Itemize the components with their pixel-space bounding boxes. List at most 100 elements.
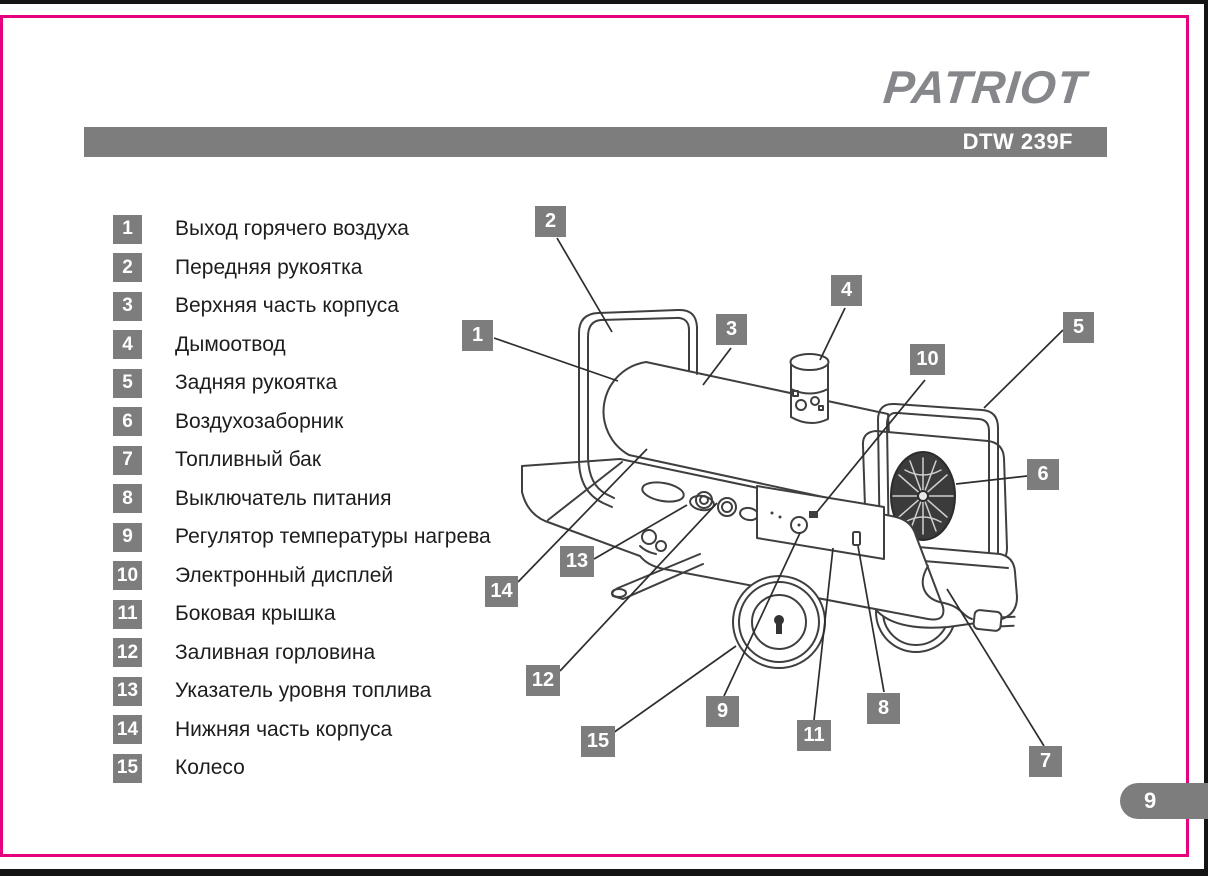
diagram-callout: 6 xyxy=(1027,459,1059,490)
scan-edge-top xyxy=(0,0,1208,4)
callout-number: 9 xyxy=(716,700,729,722)
diagram-callout: 1 xyxy=(462,320,493,351)
part-label: Дымоотвод xyxy=(175,332,286,356)
parts-list-item: 3 Верхняя часть корпуса xyxy=(113,287,491,326)
parts-list-item: 11 Боковая крышка xyxy=(113,595,491,634)
diagram-callout: 7 xyxy=(1029,746,1062,777)
part-number-badge: 14 xyxy=(113,715,142,745)
parts-list: 1 Выход горячего воздуха 2 Передняя рукоятк… xyxy=(113,210,491,788)
model-name: DTW 239F xyxy=(962,129,1073,154)
part-number-badge: 7 xyxy=(113,445,142,475)
part-number-badge: 8 xyxy=(113,484,142,514)
parts-list-item: 12 Заливная горловина xyxy=(113,634,491,673)
callout-leader-line xyxy=(702,347,732,386)
diagram-callout: 13 xyxy=(560,546,594,577)
callout-leader-line xyxy=(819,307,846,361)
part-number-badge: 13 xyxy=(113,676,142,706)
callout-leader-line xyxy=(955,475,1028,485)
part-label: Заливная горловина xyxy=(175,640,376,664)
callout-number: 13 xyxy=(565,550,589,572)
diagram-callout: 10 xyxy=(910,344,945,375)
diagram-callout: 11 xyxy=(797,720,831,751)
diagram-callout: 9 xyxy=(706,696,739,727)
callout-number: 11 xyxy=(803,724,825,746)
callout-number: 14 xyxy=(490,580,513,602)
callout-leader-line xyxy=(983,329,1064,409)
parts-list-item: 6 Воздухозаборник xyxy=(113,403,491,442)
callout-number: 2 xyxy=(544,210,557,232)
callout-leader-line xyxy=(517,448,648,583)
part-label: Задняя рукоятка xyxy=(175,371,338,395)
diagram-callout: 2 xyxy=(535,206,566,237)
parts-list-item: 5 Задняя рукоятка xyxy=(113,364,491,403)
callout-number: 7 xyxy=(1039,750,1052,772)
part-label: Нижняя часть корпуса xyxy=(175,717,393,741)
diagram-callout: 5 xyxy=(1063,312,1094,343)
parts-list-item: 15 Колесо xyxy=(113,749,491,788)
callout-number: 8 xyxy=(877,697,890,719)
parts-list-item: 14 Нижняя часть корпуса xyxy=(113,711,491,750)
part-number-badge: 12 xyxy=(113,638,142,668)
diagram-callout: 3 xyxy=(716,314,747,345)
callout-leader-line xyxy=(946,588,1045,747)
callout-leader-line xyxy=(813,547,834,721)
part-number-badge: 2 xyxy=(113,253,142,283)
part-label: Передняя рукоятка xyxy=(175,255,363,279)
part-label: Выключатель питания xyxy=(175,486,392,510)
callout-number: 10 xyxy=(916,348,939,370)
part-label: Топливный бак xyxy=(175,448,322,472)
part-label: Указатель уровня топлива xyxy=(175,679,432,703)
callout-leader-line xyxy=(593,504,688,560)
diagram-callout: 14 xyxy=(485,576,518,607)
callout-leader-line xyxy=(559,502,718,672)
model-header-bar: DTW 239F xyxy=(84,127,1107,157)
page-number-tab: 9 xyxy=(1120,783,1208,819)
part-label: Боковая крышка xyxy=(175,602,336,626)
part-number-badge: 3 xyxy=(113,291,142,321)
scan-edge-bottom xyxy=(0,869,1208,876)
parts-list-item: 1 Выход горячего воздуха xyxy=(113,210,491,249)
callout-leader-line xyxy=(612,645,737,734)
callout-leader-line xyxy=(556,237,613,333)
parts-list-item: 4 Дымоотвод xyxy=(113,326,491,365)
diagram-callout: 15 xyxy=(581,726,615,757)
callout-leader-line xyxy=(493,337,619,382)
part-label: Колесо xyxy=(175,756,245,780)
parts-list-item: 9 Регулятор температуры нагрева xyxy=(113,518,491,557)
callout-number: 15 xyxy=(586,730,610,752)
part-number-badge: 1 xyxy=(113,214,142,244)
part-label: Воздухозаборник xyxy=(175,409,344,433)
part-label: Выход горячего воздуха xyxy=(175,217,409,241)
part-label: Электронный дисплей xyxy=(175,563,394,587)
part-number-badge: 11 xyxy=(113,599,142,629)
part-label: Регулятор температуры нагрева xyxy=(175,525,491,549)
callout-number: 5 xyxy=(1072,316,1085,338)
scan-edge-right xyxy=(1204,0,1208,876)
callout-number: 12 xyxy=(531,669,555,691)
callout-leader-line xyxy=(723,532,801,697)
part-number-badge: 9 xyxy=(113,522,142,552)
callout-leader-line xyxy=(857,545,885,693)
page-border-frame xyxy=(0,15,1189,857)
diagram-callout: 4 xyxy=(831,275,862,306)
parts-list-item: 8 Выключатель питания xyxy=(113,480,491,519)
part-label: Верхняя часть корпуса xyxy=(175,294,399,318)
callout-number: 3 xyxy=(725,318,738,340)
callout-leader-line xyxy=(816,379,926,513)
parts-list-item: 13 Указатель уровня топлива xyxy=(113,672,491,711)
callout-number: 6 xyxy=(1037,463,1049,485)
part-number-badge: 5 xyxy=(113,368,142,398)
callout-number: 4 xyxy=(840,279,853,301)
page-number: 9 xyxy=(1144,788,1157,813)
parts-list-item: 7 Топливный бак xyxy=(113,441,491,480)
callout-number: 1 xyxy=(471,324,484,346)
part-number-badge: 4 xyxy=(113,330,142,360)
part-number-badge: 6 xyxy=(113,407,142,437)
diagram-callout: 8 xyxy=(867,693,900,724)
part-number-badge: 15 xyxy=(113,753,142,783)
diagram-callout: 12 xyxy=(526,665,560,696)
parts-list-item: 2 Передняя рукоятка xyxy=(113,249,491,288)
